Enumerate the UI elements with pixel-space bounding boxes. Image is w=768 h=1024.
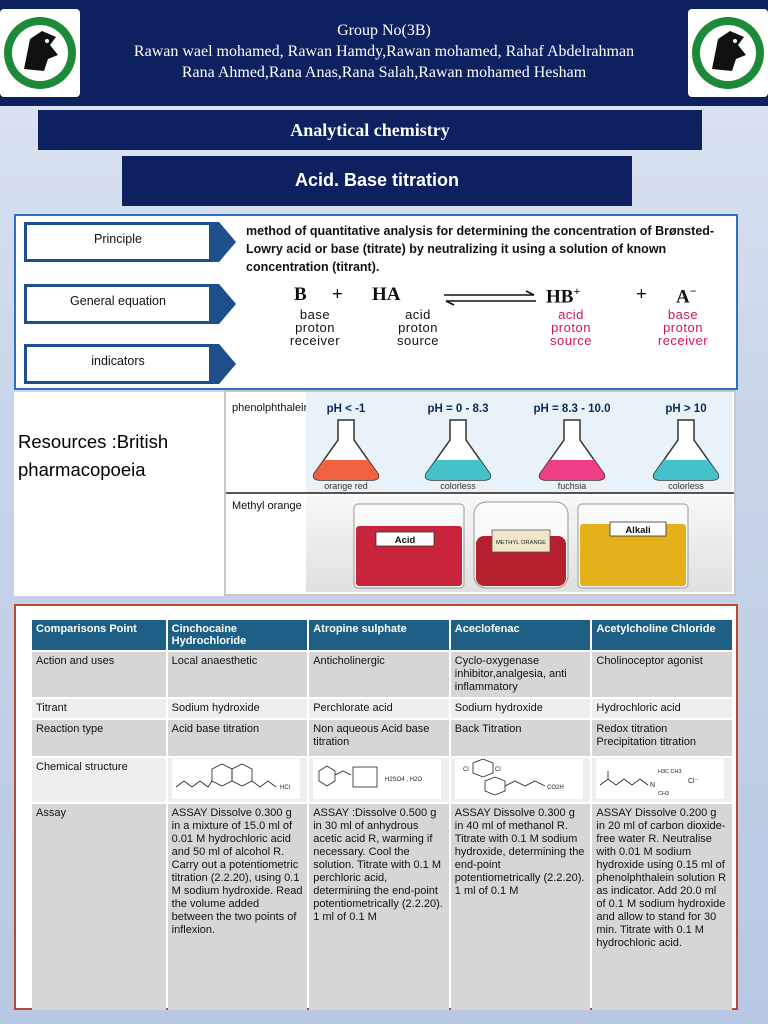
eq-term-1: base proton receiver	[289, 307, 341, 348]
atropine-salt-text: H2SO4 , H2O	[385, 777, 422, 783]
methyl-orange-beakers: Acid METHYL ORANGE Alkali	[306, 496, 732, 592]
flask-3-color: fuchsia	[558, 481, 587, 491]
header-aceclofenac: Aceclofenac	[450, 620, 591, 650]
svg-text:HCl: HCl	[280, 785, 290, 791]
flask-3-ph: pH = 8.3 - 10.0	[533, 403, 610, 415]
eq-base: B	[294, 284, 307, 305]
svg-text:Cl: Cl	[463, 767, 469, 773]
flask-4-color: colorless	[668, 481, 704, 491]
header-banner: Group No(3B) Rawan wael mohamed, Rawan H…	[0, 0, 768, 106]
flask-1-ph: pH < -1	[327, 403, 366, 415]
group-number: Group No(3B)	[337, 22, 431, 39]
header-comparison-point: Comparisons Point	[32, 620, 166, 650]
flask-1-fill	[313, 460, 379, 480]
phenolphthalein-label: phenolphthalein	[232, 402, 310, 414]
beaker-acid: Acid	[353, 503, 465, 589]
flask-4: pH > 10 colorless	[652, 403, 720, 491]
cinchocaine-structure: HCl	[171, 759, 300, 799]
eq-conj-base: A−	[676, 284, 697, 308]
aceclofenac-structure: Cl Cl CO2H	[454, 758, 583, 799]
svg-text:H3C CH3: H3C CH3	[658, 769, 682, 775]
eq-conj-acid: HB+	[546, 284, 581, 308]
eq-plus-1: +	[332, 284, 343, 305]
table-row: Action and uses Local anaesthetic Antich…	[32, 652, 732, 697]
header-cinchocaine: Cinchocaine Hydrochloride	[167, 620, 308, 650]
beaker-methyl-orange-label: METHYL ORANGE	[496, 540, 546, 546]
table-row: Titrant Sodium hydroxide Perchlorate aci…	[32, 699, 732, 718]
phenolphthalein-flasks: pH < -1 orange red pH = 0 - 8.3 colorles…	[306, 392, 732, 492]
flask-4-ph: pH > 10	[665, 403, 706, 415]
subject-title: Analytical chemistry	[38, 110, 702, 150]
beaker-alkali-fill	[580, 524, 686, 586]
general-equation-label: General equation	[24, 284, 236, 324]
beaker-methyl-orange: METHYL ORANGE	[473, 501, 569, 589]
methyl-orange-label: Methyl orange	[232, 500, 302, 512]
indicator-panel: phenolphthalein Methyl orange pH < -1 or…	[224, 390, 736, 596]
beaker-acid-label: Acid	[395, 535, 416, 546]
table-header-row: Comparisons Point Cinchocaine Hydrochlor…	[32, 620, 732, 650]
table-row-structures: Chemical structure HCl	[32, 758, 732, 802]
svg-text:CH3: CH3	[658, 791, 669, 797]
resources-text: Resources :British pharmacopoeia	[14, 392, 224, 596]
eq-acid: HA	[372, 284, 401, 305]
eq-plus-2: +	[636, 284, 647, 305]
eq-term-2: acid proton source	[396, 307, 440, 348]
flask-1: pH < -1 orange red	[312, 403, 380, 491]
general-equation: B + HA HB+ + A− base proton receiver aci…	[256, 284, 736, 354]
principle-label: Principle	[24, 222, 236, 262]
members-line-2: Rana Ahmed,Rana Anas,Rana Salah,Rawan mo…	[181, 64, 587, 81]
comparison-panel: Comparisons Point Cinchocaine Hydrochlor…	[14, 604, 738, 1010]
table-row: Reaction type Acid base titration Non aq…	[32, 720, 732, 756]
acetylcholine-structure: N H3C CH3 CH3 Cl⁻	[596, 759, 725, 799]
header-acetylcholine: Acetylcholine Chloride	[592, 620, 732, 650]
flask-2-ph: pH = 0 - 8.3	[427, 403, 488, 415]
svg-text:CO2H: CO2H	[547, 785, 564, 791]
svg-text:Cl: Cl	[495, 767, 501, 773]
acetylcholine-ion-text: Cl⁻	[688, 778, 699, 785]
svg-text:N: N	[650, 782, 655, 789]
beaker-alkali: Alkali	[577, 503, 689, 589]
atropine-structure: H2SO4 , H2O	[313, 759, 442, 799]
header-atropine: Atropine sulphate	[309, 620, 449, 650]
indicators-label: indicators	[24, 344, 236, 384]
members-line-1: Rawan wael mohamed, Rawan Hamdy,Rawan mo…	[133, 43, 635, 60]
eq-term-4: base proton receiver	[657, 307, 709, 348]
flask-2-fill	[425, 460, 491, 480]
beaker-alkali-label: Alkali	[625, 525, 650, 536]
flask-3-fill	[539, 460, 605, 480]
eq-term-3: acid proton source	[549, 307, 593, 348]
indicator-divider	[226, 492, 734, 494]
header-text: Group No(3B) Rawan wael mohamed, Rawan H…	[82, 20, 686, 83]
table-row: Assay ASSAY Dissolve 0.300 g in a mixtur…	[32, 804, 732, 1010]
principle-panel: Principle General equation indicators me…	[14, 214, 738, 390]
equilibrium-arrow-icon	[444, 290, 536, 306]
university-logo-right	[688, 9, 768, 97]
flask-1-color: orange red	[324, 481, 368, 491]
flask-2: pH = 0 - 8.3 colorless	[424, 403, 492, 491]
flask-4-fill	[653, 460, 719, 480]
principle-text: method of quantitative analysis for dete…	[246, 224, 715, 274]
flask-3: pH = 8.3 - 10.0 fuchsia	[533, 403, 610, 491]
university-logo-left	[0, 9, 80, 97]
flask-2-color: colorless	[440, 481, 476, 491]
comparison-table: Comparisons Point Cinchocaine Hydrochlor…	[30, 618, 734, 1012]
topic-title: Acid. Base titration	[122, 156, 632, 206]
